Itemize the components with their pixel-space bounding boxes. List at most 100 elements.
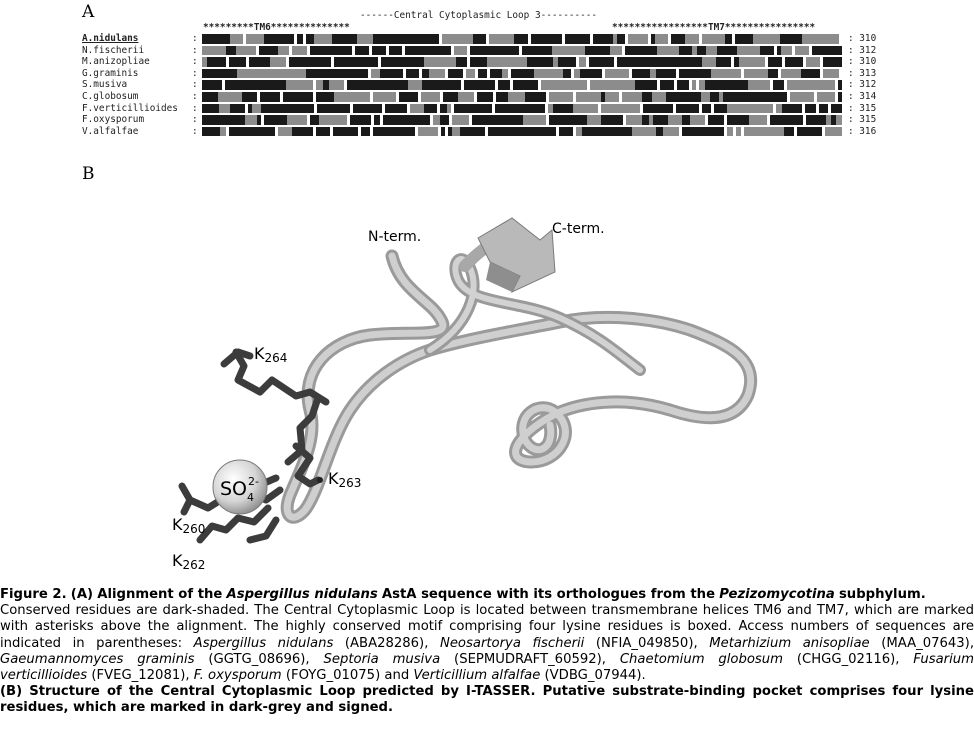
residue-block (508, 92, 525, 102)
residue-block (306, 68, 320, 79)
residue-block (553, 103, 573, 114)
residue-block (448, 126, 452, 137)
residue-block (442, 34, 460, 44)
residue-block (727, 103, 749, 114)
residue-block (332, 34, 357, 44)
residue-block (316, 126, 330, 137)
residue-block (218, 92, 242, 102)
residue-block (405, 45, 426, 56)
residue-block (734, 57, 739, 67)
residue-block (460, 126, 485, 137)
residue-block (202, 57, 207, 67)
residue-block (259, 45, 278, 56)
residue-block (701, 92, 710, 102)
residue-block (408, 115, 430, 125)
residue-block (623, 126, 632, 137)
residue-block (531, 103, 545, 114)
alignment-row-name: S.musiva (82, 79, 128, 91)
residue-block (699, 80, 705, 90)
residue-block (784, 115, 803, 125)
residue-block (373, 92, 389, 102)
residue-block (287, 115, 301, 125)
loop-header: ------Central Cytoplasmic Loop 3--------… (360, 10, 598, 21)
residue-block (819, 103, 828, 114)
residue-block (697, 126, 706, 137)
residue-block (744, 68, 768, 79)
panel-a-label: A (82, 2, 95, 22)
residue-block (548, 103, 553, 114)
alignment-row-end: : 315 (848, 114, 877, 126)
k260-label: K260 (172, 515, 205, 536)
residue-block (454, 103, 468, 114)
residue-block (472, 115, 490, 125)
residue-block (501, 57, 511, 67)
residue-block (553, 57, 558, 67)
panel-b-label: B (82, 164, 95, 184)
c-term-sheet (477, 217, 556, 294)
residue-block (447, 103, 451, 114)
residue-block (489, 34, 514, 44)
figure-caption: Figure 2. (A) Alignment of the Aspergill… (0, 587, 974, 717)
residue-block (610, 45, 622, 56)
residue-block (410, 103, 424, 114)
residue-block (464, 80, 475, 90)
residue-block (790, 92, 814, 102)
residue-block (219, 103, 230, 114)
residue-block (634, 45, 657, 56)
residue-block (371, 57, 378, 67)
residue-block (563, 68, 571, 79)
residue-block (470, 45, 486, 56)
alignment-row-name: F.verticillioides (82, 102, 178, 114)
residue-block (422, 68, 429, 79)
residue-block (573, 103, 598, 114)
residue-block (314, 34, 332, 44)
residue-block (372, 45, 386, 56)
residue-block (458, 92, 474, 102)
residue-block (466, 68, 475, 79)
residue-block (249, 57, 270, 67)
residue-block (447, 57, 456, 67)
residue-block (768, 45, 774, 56)
residue-block (585, 45, 610, 56)
residue-block (586, 68, 602, 79)
residue-block (496, 92, 508, 102)
residue-block (421, 92, 440, 102)
residue-block (565, 34, 590, 44)
residue-block (544, 34, 553, 44)
sulfate-sphere (212, 459, 268, 515)
residue-block (202, 103, 213, 114)
residue-block (838, 80, 842, 90)
residue-block (836, 115, 842, 125)
alignment-separator: : (192, 91, 198, 102)
residue-block (605, 92, 619, 102)
residue-block (295, 80, 302, 90)
residue-block (306, 34, 314, 44)
residue-block (599, 126, 603, 137)
residue-block (717, 45, 737, 56)
residue-block (736, 126, 741, 137)
residue-block (470, 57, 487, 67)
residue-block (316, 92, 334, 102)
residue-block (229, 115, 245, 125)
residue-block (710, 92, 719, 102)
residue-block (373, 126, 394, 137)
residue-block (549, 115, 569, 125)
residue-block (576, 126, 582, 137)
residue-block (264, 34, 273, 44)
residue-block (617, 57, 633, 67)
residue-block (319, 115, 329, 125)
residue-block (310, 115, 319, 125)
residue-block (334, 92, 354, 102)
residue-block (422, 34, 439, 44)
residue-block (369, 80, 384, 90)
residue-block (456, 57, 467, 67)
residue-block (371, 68, 380, 79)
residue-block (225, 80, 244, 90)
residue-block (289, 57, 314, 67)
residue-block (679, 45, 692, 56)
residue-block (655, 34, 668, 44)
residue-block (513, 80, 532, 90)
so4-label: SO42- (220, 475, 259, 504)
residue-block (683, 80, 689, 90)
residue-block (806, 115, 826, 125)
